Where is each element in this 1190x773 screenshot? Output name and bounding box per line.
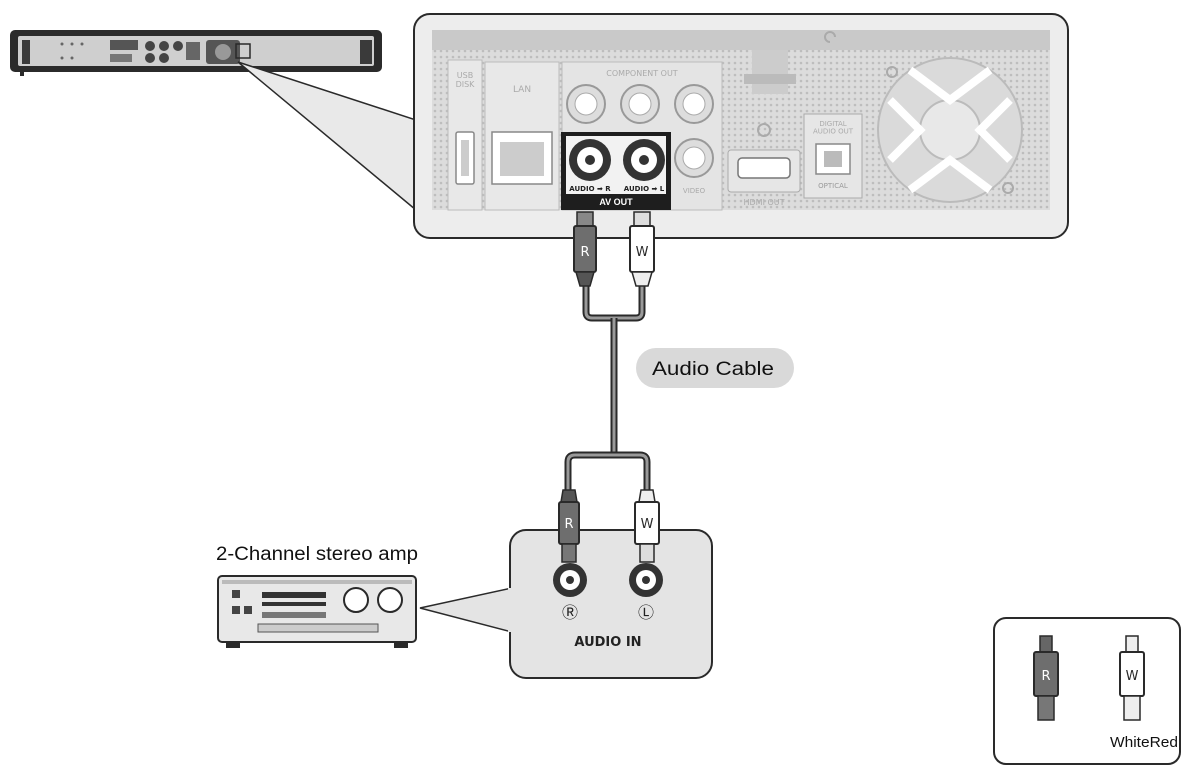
- red-plug-top: R: [573, 211, 597, 287]
- audio-cable: [564, 278, 651, 490]
- legend-text: WhiteRed: [1110, 734, 1178, 751]
- white-plug-bottom: W: [634, 489, 660, 563]
- av-out-section: AUDIO ➡ R AUDIO ➡ L AV OUT: [561, 132, 671, 210]
- video-label: VIDEO: [683, 187, 706, 195]
- audio-cable-label: Audio Cable: [636, 348, 794, 388]
- legend-white-letter: W: [1126, 669, 1139, 684]
- audio-l-label: AUDIO ➡ L: [624, 185, 665, 193]
- white-plug-top-letter: W: [636, 245, 649, 260]
- audio-cable-text: Audio Cable: [652, 359, 774, 380]
- optical-label: OPTICAL: [818, 182, 848, 190]
- amp-input-panel: Ⓡ Ⓛ AUDIO IN: [419, 529, 713, 679]
- jack-l-symbol: Ⓛ: [638, 603, 654, 622]
- white-plug-bottom-letter: W: [641, 517, 654, 532]
- audio-in-label: AUDIO IN: [574, 635, 641, 650]
- legend-red-letter: R: [1041, 669, 1050, 684]
- av-out-label: AV OUT: [599, 197, 633, 207]
- amp-label: 2-Channel stereo amp: [216, 544, 418, 565]
- hdmi-label: HDMI OUT: [743, 198, 784, 207]
- red-plug-top-letter: R: [580, 245, 589, 260]
- legend-box: R W WhiteRed: [993, 617, 1181, 765]
- white-plug-top: W: [629, 211, 655, 287]
- legend-white-plug: W: [1119, 635, 1145, 721]
- component-label: COMPONENT OUT: [606, 69, 678, 78]
- red-plug-bottom-letter: R: [564, 517, 573, 532]
- stereo-amp-device: [217, 575, 417, 648]
- lan-label: LAN: [513, 85, 531, 95]
- jack-r-symbol: Ⓡ: [562, 603, 578, 622]
- audio-r-label: AUDIO ➡ R: [569, 185, 611, 193]
- fan-grille: [877, 57, 1023, 203]
- player-device: [10, 30, 382, 76]
- legend-red-plug: R: [1033, 635, 1059, 721]
- red-plug-bottom: R: [558, 489, 580, 563]
